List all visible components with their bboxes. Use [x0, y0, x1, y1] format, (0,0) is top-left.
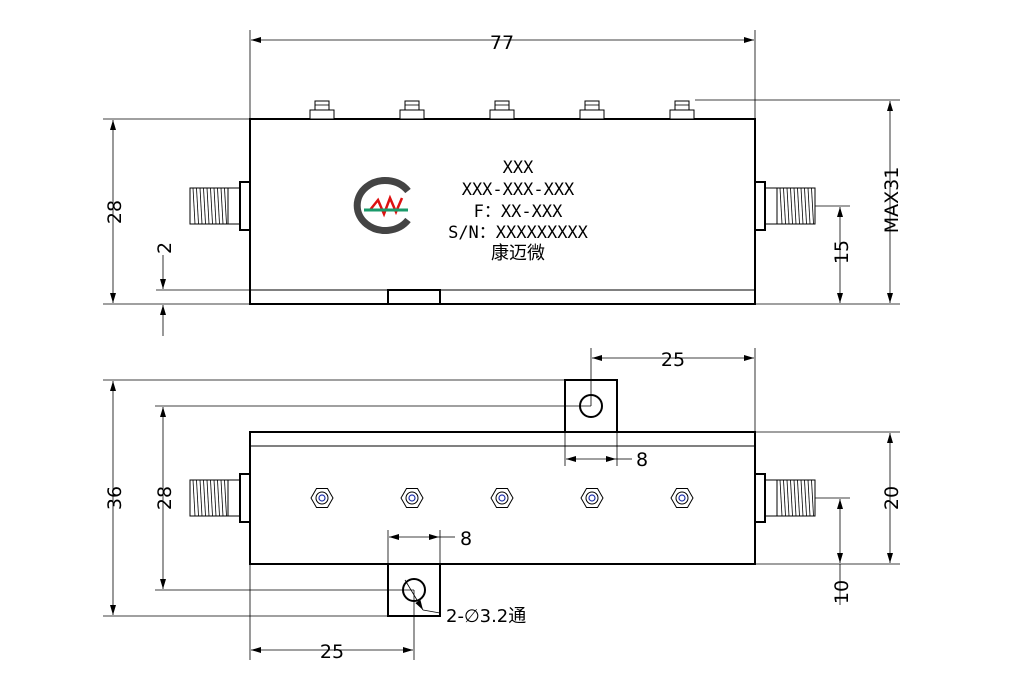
thread-line	[807, 187, 811, 225]
thread-line	[786, 187, 790, 225]
dim-max-height: MAX31	[881, 167, 903, 234]
company-logo-icon	[353, 177, 411, 234]
thread-line	[779, 479, 783, 517]
tuning-screw-nut-icon	[400, 488, 424, 508]
thread-line	[206, 479, 210, 517]
thread-line	[196, 479, 199, 517]
sma-connector-left-bottom-icon	[189, 473, 251, 523]
thread-line	[807, 479, 811, 517]
thread-line	[804, 479, 807, 517]
dim-body-height: 20	[881, 486, 903, 510]
thread-line	[790, 187, 793, 225]
thread-line	[192, 479, 196, 517]
thread-line	[203, 479, 206, 517]
thread-line	[199, 187, 203, 225]
tuning-screw-nut-icon	[670, 488, 694, 508]
dim-offset-small: 2	[154, 242, 176, 254]
label-line-4: S/N：XXXXXXXXX	[448, 223, 589, 243]
thread-line	[210, 479, 213, 517]
sma-connector-right-icon	[754, 181, 816, 231]
thread-line	[213, 479, 217, 517]
thread-line	[797, 187, 800, 225]
dim-height: 28	[104, 200, 126, 224]
thread-line	[224, 479, 227, 517]
thread-line	[210, 187, 213, 225]
dim-tab-width-bottom: 8	[460, 528, 472, 550]
label-line-2: XXX-XXX-XXX	[462, 180, 575, 200]
tuning-screws-bottom	[310, 488, 694, 508]
thread-line	[192, 187, 196, 225]
dim-tab-offset-top: 25	[661, 349, 685, 371]
tuning-screw-side-icon	[399, 100, 425, 120]
tuning-screw-side-icon	[309, 100, 335, 120]
thread-line	[779, 187, 783, 225]
tuning-screw-nut-icon	[310, 488, 334, 508]
thread-line	[804, 187, 807, 225]
dim-tab-offset-bottom: 25	[320, 641, 344, 663]
thread-line	[797, 479, 800, 517]
thread-line	[220, 479, 224, 517]
sma-connector-left-icon	[189, 181, 251, 231]
thread-line	[206, 187, 210, 225]
dim-connector-height: 15	[831, 240, 853, 264]
top-view: XXX XXX-XXX-XXX F：XX-XXX S/N：XXXXXXXXX 康…	[103, 30, 903, 336]
thread-line	[811, 479, 814, 517]
thread-line	[217, 479, 220, 517]
thread-line	[783, 479, 786, 517]
thread-line	[800, 479, 804, 517]
thread-line	[793, 187, 797, 225]
dim-length: 77	[490, 32, 514, 54]
thread-line	[196, 187, 199, 225]
dim-width-total: 36	[104, 486, 126, 510]
thread-line	[793, 479, 797, 517]
tuning-screw-side-icon	[669, 100, 695, 120]
thread-line	[786, 479, 790, 517]
tuning-screw-side-icon	[489, 100, 515, 120]
label-line-1: XXX	[503, 158, 534, 178]
sma-connector-right-bottom-icon	[754, 473, 816, 523]
tuning-screw-nut-icon	[490, 488, 514, 508]
thread-line	[217, 187, 220, 225]
tuning-screw-nut-icon	[580, 488, 604, 508]
thread-line	[213, 187, 217, 225]
tuning-screws-top	[309, 100, 695, 120]
mount-tab-top-view	[387, 289, 441, 305]
label-line-3: F：XX-XXX	[474, 202, 563, 222]
thread-line	[783, 187, 786, 225]
hole-note: 2-∅3.2通	[446, 606, 526, 627]
thread-line	[790, 479, 793, 517]
thread-line	[811, 187, 814, 225]
label-line-5: 康迈微	[491, 243, 545, 264]
bottom-view: 25 8 8 36 28 20 10	[103, 348, 903, 663]
dim-hole-span: 28	[154, 486, 176, 510]
thread-line	[800, 187, 804, 225]
thread-line	[220, 187, 224, 225]
dim-tab-width-top: 8	[636, 449, 648, 471]
tuning-screw-side-icon	[579, 100, 605, 120]
thread-line	[199, 479, 203, 517]
thread-line	[203, 187, 206, 225]
thread-line	[224, 187, 227, 225]
dim-connector-offset: 10	[831, 580, 853, 604]
